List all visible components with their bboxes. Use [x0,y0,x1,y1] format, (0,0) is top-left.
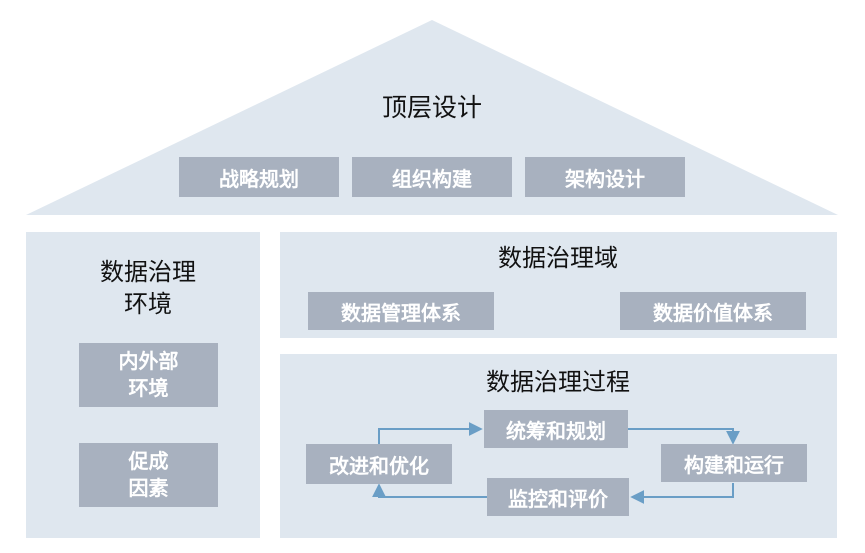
domain-item-management: 数据管理体系 [308,292,494,330]
arrow-plan-to-build [628,428,740,445]
environment-item-enablers: 促成 因素 [79,443,218,507]
arrow-improve-to-plan [378,422,483,444]
roof-item-organization: 组织构建 [352,157,512,197]
roof-item-architecture: 架构设计 [525,157,685,197]
domain-title: 数据治理域 [498,244,618,272]
process-step-build: 构建和运行 [661,444,807,482]
arrow-monitor-to-improve [372,483,487,498]
process-step-monitor: 监控和评价 [487,478,629,516]
arrow-build-to-monitor [630,483,734,504]
roof-title: 顶层设计 [381,93,482,122]
roof-item-strategy: 战略规划 [179,157,339,197]
process-title: 数据治理过程 [486,368,630,396]
environment-title-line1: 数据治理 [100,258,196,286]
process-step-plan: 统筹和规划 [484,410,628,448]
environment-item-line2: 因素 [128,476,169,500]
environment-item-line1: 促成 [128,449,169,473]
environment-item-internal-external: 内外部 环境 [79,343,218,407]
environment-title-line2: 环境 [124,290,172,318]
environment-item-line2: 环境 [128,376,169,400]
environment-item-line1: 内外部 [118,349,179,373]
process-step-improve: 改进和优化 [306,444,452,484]
environment-title: 数据治理 环境 [26,256,270,320]
domain-item-value: 数据价值体系 [620,292,806,330]
